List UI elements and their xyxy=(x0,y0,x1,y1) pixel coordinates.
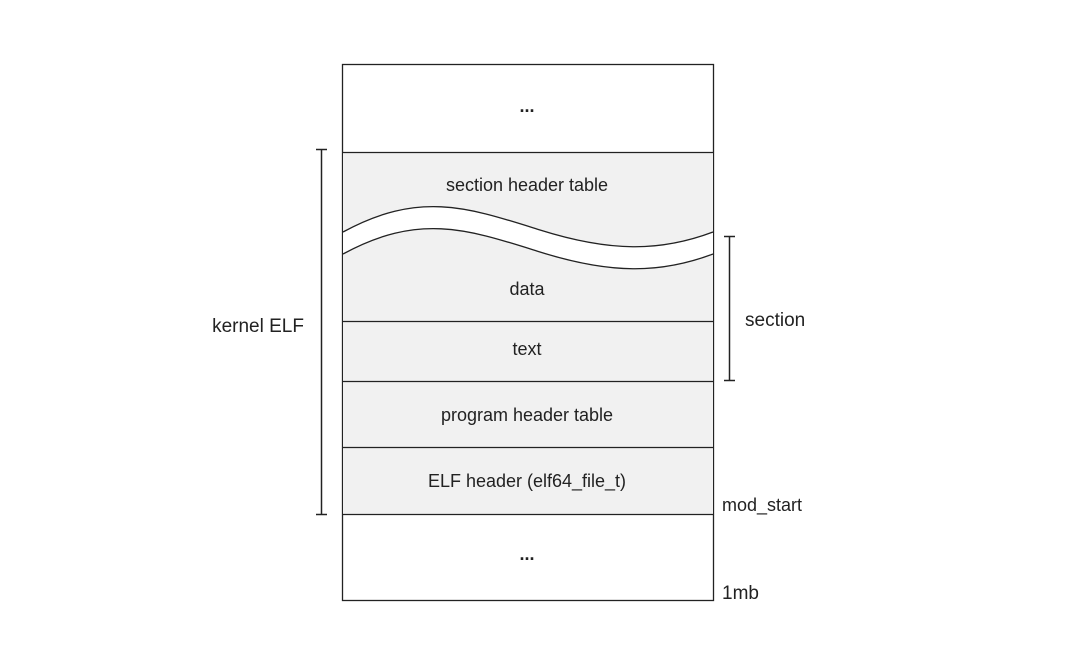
wavy-break xyxy=(343,206,713,269)
one-mb-label: 1mb xyxy=(722,583,759,604)
bottom-ellipsis: ... xyxy=(519,544,534,564)
section-label: section xyxy=(745,310,805,331)
section-header-table-block xyxy=(343,153,713,514)
kernel-elf-label: kernel ELF xyxy=(212,316,304,337)
wavy-break-lower-edge xyxy=(342,228,714,270)
top-ellipsis: ... xyxy=(519,96,534,116)
text-label: text xyxy=(512,339,541,359)
section-bracket xyxy=(724,235,735,382)
mod-start-label: mod_start xyxy=(722,495,802,516)
elf-header-label: ELF header (elf64_file_t) xyxy=(428,471,626,492)
section-header-table-label: section header table xyxy=(446,175,608,195)
kernel-elf-bracket xyxy=(316,148,327,516)
data-label: data xyxy=(509,279,545,299)
wavy-break-upper-edge xyxy=(342,206,714,248)
program-header-table-label: program header table xyxy=(441,405,613,425)
